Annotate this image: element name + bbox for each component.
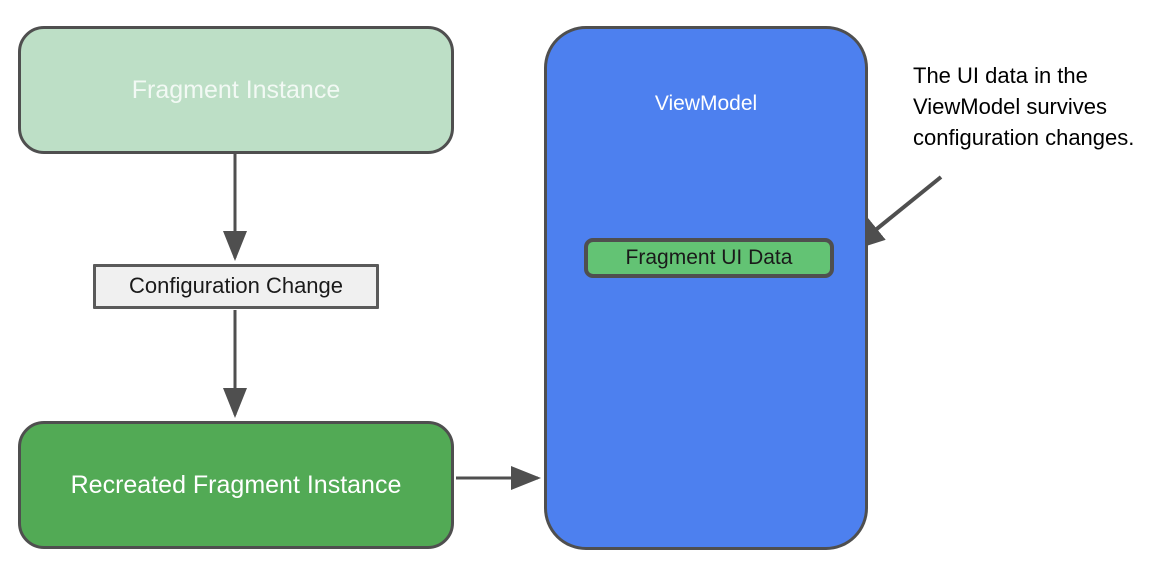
node-fragment-ui-data-label: Fragment UI Data [625,246,793,270]
annotation-line-2: ViewModel survives [913,94,1108,120]
node-configuration-change-label: Configuration Change [128,273,344,299]
annotation-line-1: The UI data in the [913,63,1088,88]
annotation-note: The UI data in the ViewModel survives co… [913,60,1163,154]
annotation-line-3: configuration changes. [913,125,1135,151]
node-recreated-fragment-label: Recreated Fragment Instance [70,471,402,499]
node-fragment-instance[interactable]: Fragment Instance [18,26,454,154]
node-configuration-change[interactable]: Configuration Change [93,264,379,309]
node-viewmodel[interactable]: ViewModel Fragment UI Data [544,26,868,550]
node-fragment-ui-data[interactable]: Fragment UI Data [584,238,834,278]
node-recreated-fragment[interactable]: Recreated Fragment Instance [18,421,454,549]
node-viewmodel-label: ViewModel [654,92,758,115]
node-fragment-instance-label: Fragment Instance [131,76,341,104]
